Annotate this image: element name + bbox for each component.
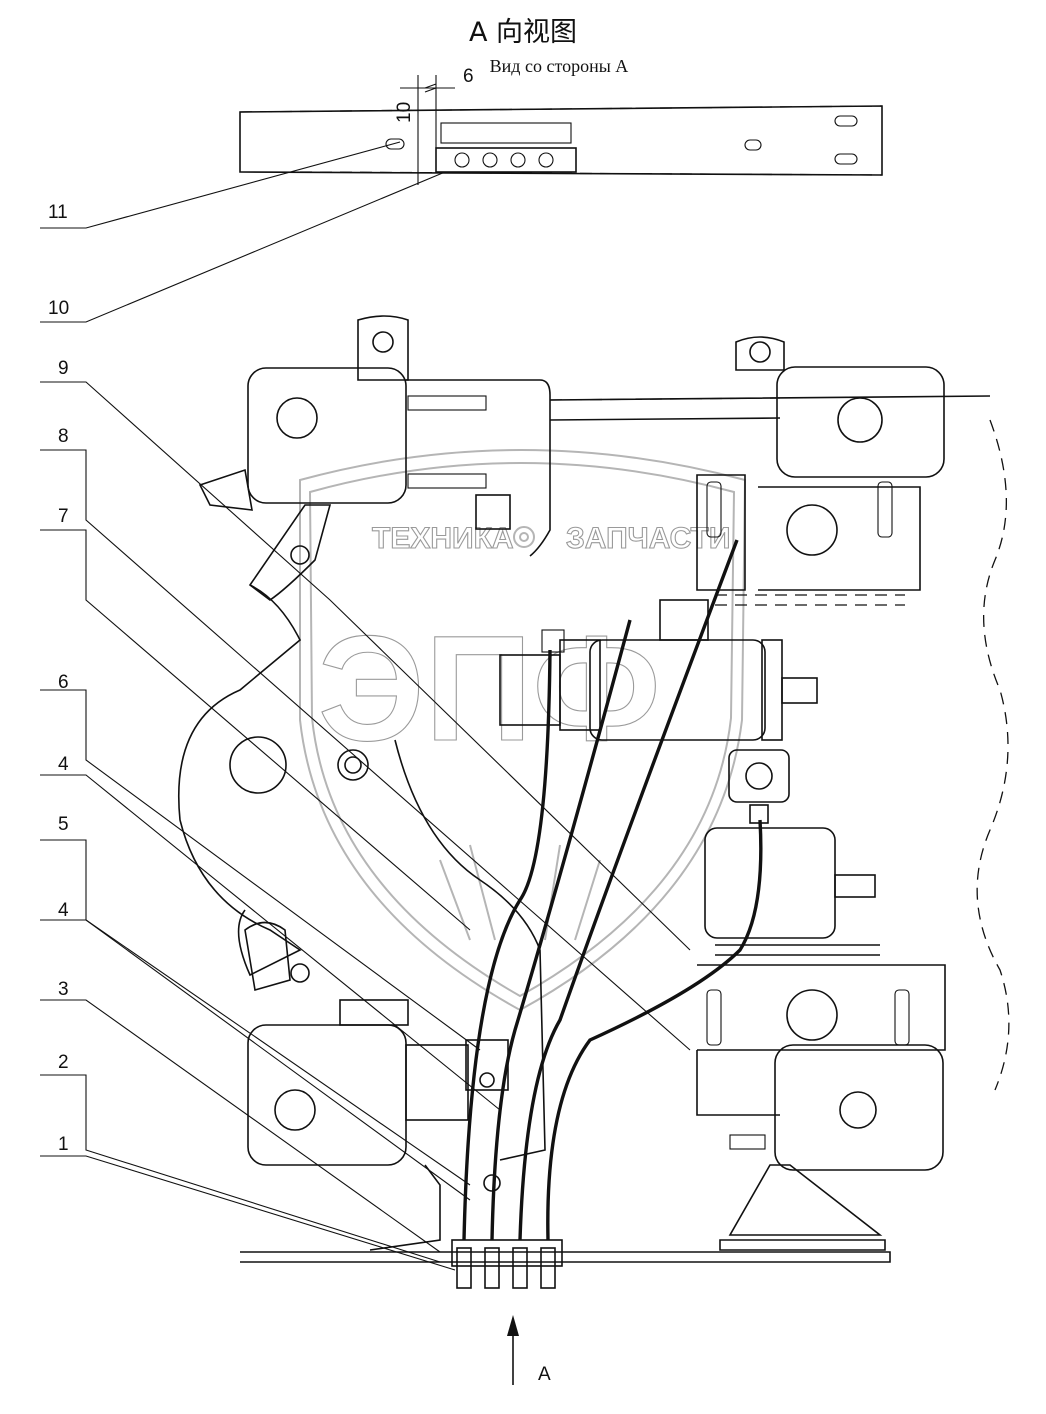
watermark-text-right: ЗАПЧАСТИ (566, 522, 730, 555)
dimension-horizontal: 6 (463, 66, 474, 87)
callout-label: 11 (48, 202, 68, 223)
pressure-sensor (728, 749, 790, 803)
nameplate (440, 122, 572, 144)
callout-label: 4 (58, 900, 69, 921)
hydraulic-motor-lower (704, 827, 836, 939)
view-a-frame: 6 10 (239, 66, 883, 185)
left-upper-mount (247, 367, 407, 504)
callout-label: 4 (58, 754, 69, 775)
callout-label: 7 (58, 506, 69, 527)
hose-4 (546, 819, 763, 1241)
callout-label: 6 (58, 672, 69, 693)
watermark-logo: ЭПФ (318, 604, 661, 772)
left-lower-mount (247, 1024, 407, 1166)
callout-label: 5 (58, 814, 69, 835)
view-arrow: A (507, 1315, 551, 1385)
view-arrow-label: A (538, 1364, 551, 1385)
callout-labels: 11 10 9 8 7 6 4 5 4 3 2 1 (48, 202, 69, 1155)
callout-label: 3 (58, 979, 69, 1000)
watermark: ТЕХНИКА ЗАПЧАСТИ ЭПФ (299, 449, 747, 1012)
view-title-ru: Вид со стороны А (489, 56, 629, 76)
callout-label: 10 (48, 298, 69, 319)
main-assembly (178, 315, 1010, 1289)
hose-2 (490, 619, 632, 1241)
callout-label: 2 (58, 1052, 69, 1073)
arrow-up-icon (507, 1315, 519, 1336)
right-lower-mount (774, 1044, 944, 1171)
callout-label: 9 (58, 358, 69, 379)
gear-icon (513, 526, 535, 548)
quick-coupler-block (435, 147, 577, 173)
leader-lines (40, 141, 691, 1271)
coupler-bank (451, 1239, 563, 1267)
dimension-vertical: 10 (394, 102, 415, 123)
view-title-cn: A 向视图 (468, 17, 578, 48)
quick-couplers (456, 1247, 556, 1289)
callout-label: 8 (58, 426, 69, 447)
callout-label: 1 (58, 1134, 69, 1155)
right-upper-mount (776, 366, 945, 478)
hose-3 (518, 539, 739, 1241)
watermark-text-left: ТЕХНИКА (372, 522, 514, 555)
